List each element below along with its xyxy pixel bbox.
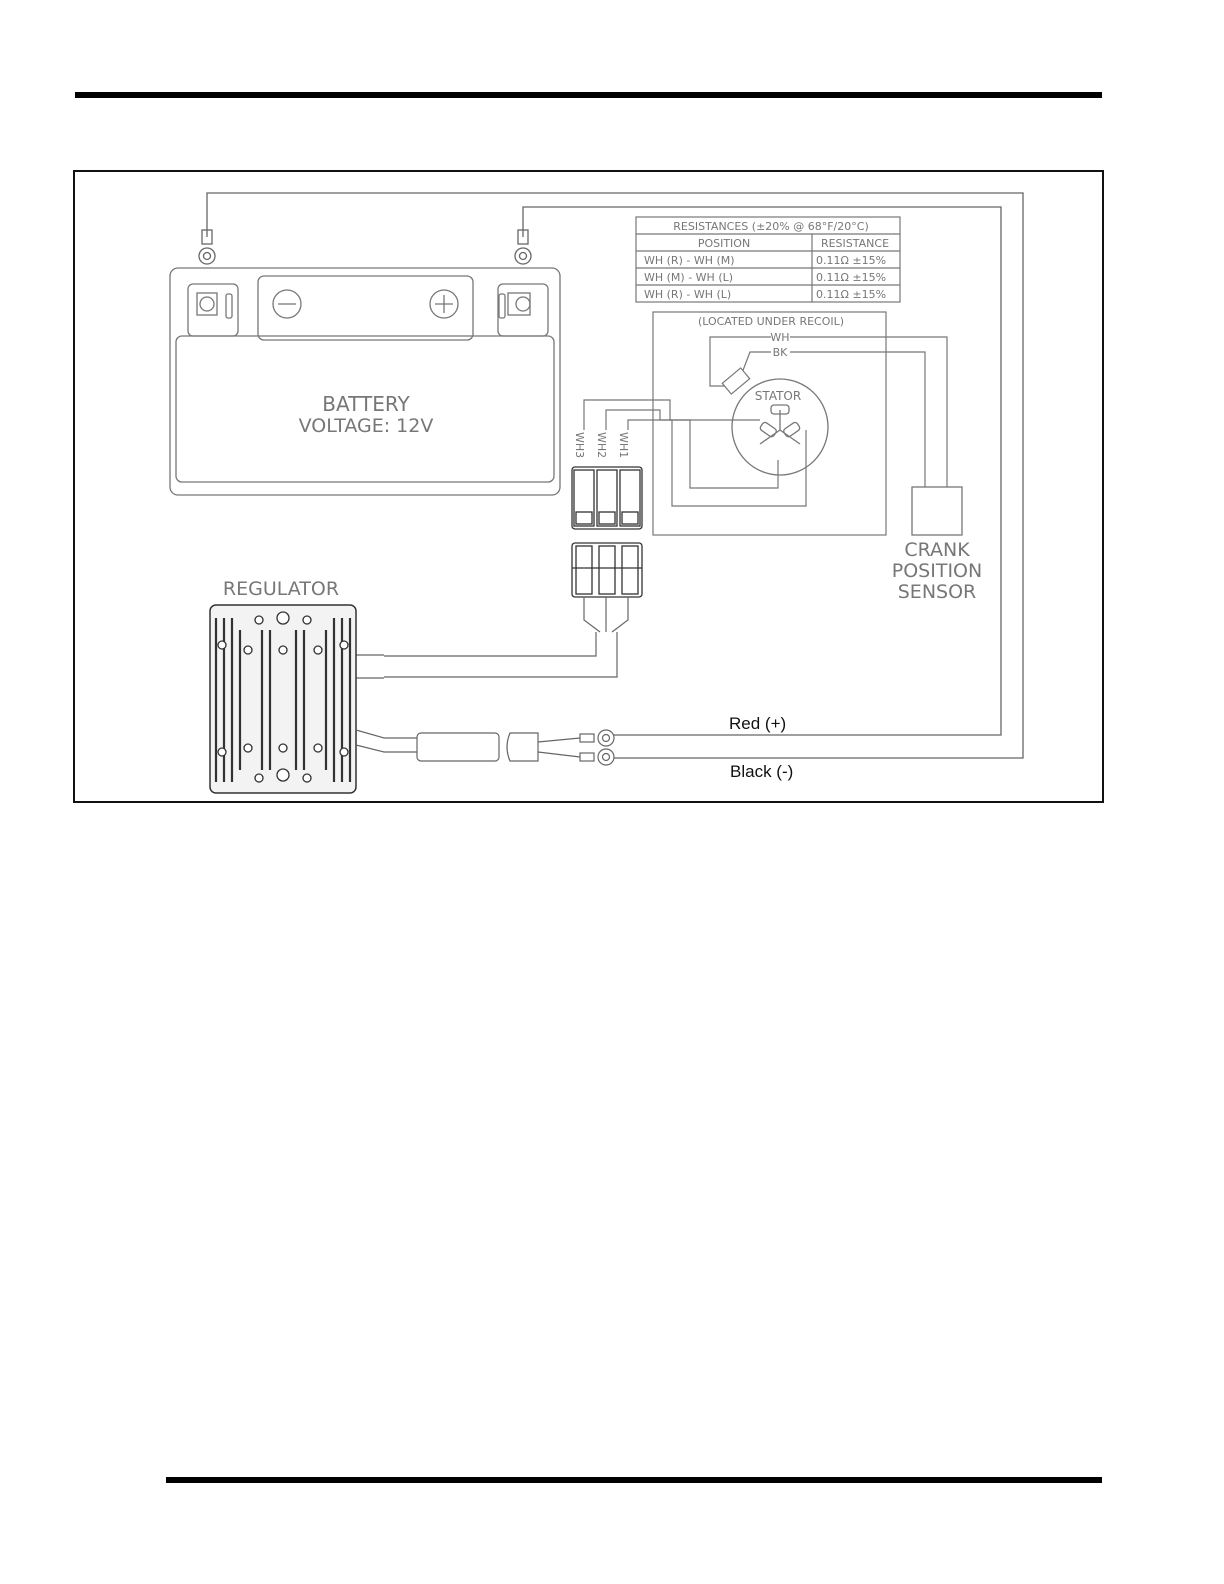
wire-wh3-label: WH3 — [573, 432, 586, 458]
regulator — [210, 605, 356, 793]
battery-label: BATTERY — [322, 392, 410, 416]
sensor-label-1: CRANK — [904, 539, 970, 561]
battery-voltage: VOLTAGE: 12V — [299, 415, 434, 437]
regulator-label: REGULATOR — [223, 578, 339, 600]
pickup-coil-icon — [722, 368, 749, 394]
sensor-label-2: POSITION — [892, 560, 982, 582]
table-row-position: WH (R) - WH (L) — [644, 288, 731, 301]
red-lead-lug-icon — [580, 730, 614, 746]
sensor-label-3: SENSOR — [898, 581, 977, 603]
minus-terminal-icon — [273, 290, 301, 318]
wire-wh1-label: WH1 — [617, 432, 630, 458]
table-row-resistance: 0.11Ω ±15% — [816, 288, 886, 301]
black-lead-lug-icon — [580, 749, 614, 765]
table-row-position: WH (R) - WH (M) — [644, 254, 735, 267]
stator-label: STATOR — [755, 389, 801, 403]
stator-location: (LOCATED UNDER RECOIL) — [698, 315, 844, 328]
regulator-connector — [572, 543, 642, 597]
black-lead-label: Black (-) — [730, 762, 793, 781]
bottom-rule — [166, 1477, 1102, 1483]
wire-bk-label: BK — [773, 346, 789, 359]
table-header-position: POSITION — [698, 237, 750, 250]
wire-wh-label: WH — [770, 331, 789, 344]
table-header-resistance: RESISTANCE — [821, 237, 889, 250]
table-row-resistance: 0.11Ω ±15% — [816, 271, 886, 284]
stator-enclosure — [653, 312, 886, 535]
plus-terminal-icon — [430, 290, 458, 318]
table-title: RESISTANCES (±20% @ 68°F/20°C) — [673, 220, 868, 233]
table-row-position: WH (M) - WH (L) — [644, 271, 733, 284]
wire-wh2-label: WH2 — [595, 432, 608, 458]
table-row-resistance: 0.11Ω ±15% — [816, 254, 886, 267]
resistance-table: RESISTANCES (±20% @ 68°F/20°C) POSITION … — [636, 217, 900, 302]
stator-connector — [572, 467, 642, 529]
crank-position-sensor — [912, 487, 962, 535]
battery — [170, 268, 560, 495]
red-lead-label: Red (+) — [729, 714, 786, 733]
